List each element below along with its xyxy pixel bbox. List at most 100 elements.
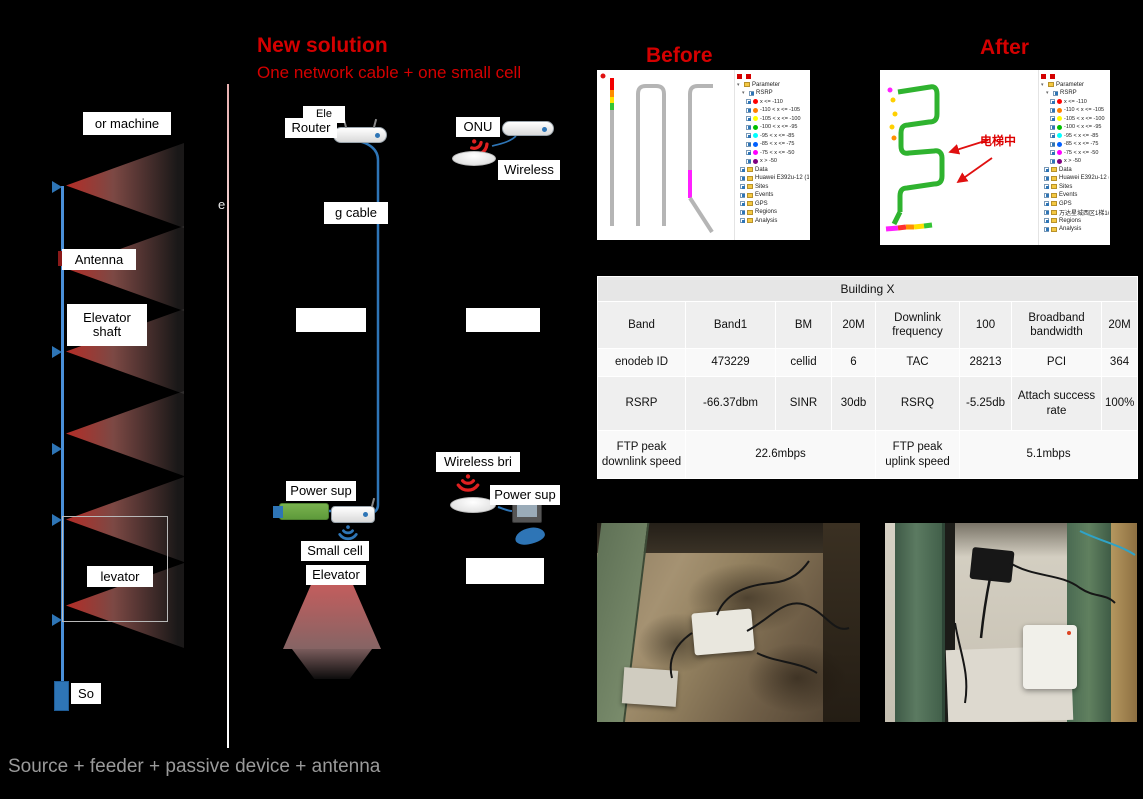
before-map-panel: ▾Parameter ▾RSRP x <= -110 -110 < x <= -… [597, 70, 810, 240]
network-cable-label: g cable [324, 202, 388, 224]
antenna-icon [58, 251, 62, 266]
router-label-text: Router [291, 120, 331, 136]
legend-toolbar-icon [737, 73, 742, 79]
router-device [333, 118, 387, 143]
tree-twisty-icon: ▾ [1041, 81, 1044, 88]
onu-label: ONU [456, 117, 500, 137]
range-label: x > -50 [760, 158, 777, 165]
checkbox-icon [746, 141, 751, 147]
power-supply-label-left: Power sup [286, 481, 356, 501]
folder-icon [1051, 192, 1057, 198]
table-row: FTP peak downlink speed 22.6mbps FTP pea… [597, 430, 1139, 479]
range-label: -75 < x <= -50 [1064, 149, 1099, 156]
legend-tree-before: Data Huawei E392u-12 (1) Sites [737, 166, 809, 226]
legend-tree-item: Data [1041, 166, 1109, 175]
after-route-plot [885, 84, 993, 232]
folder-icon [1051, 218, 1057, 224]
legend-tree-item: GPS [1041, 200, 1109, 209]
power-chip-icon [273, 506, 283, 518]
legend-range-item: -85 < x <= -75 [737, 140, 809, 149]
checkbox-icon [740, 218, 745, 224]
checkbox-icon [740, 201, 745, 207]
wireless-bridge-label: Wireless bri [436, 452, 520, 472]
wifi-signal-icon [456, 474, 480, 492]
legend-tree-item: Analysis [737, 217, 809, 226]
tree-item-label: Sites [1059, 183, 1073, 190]
legend-rsrp-row: ▾RSRP [1041, 89, 1109, 98]
legend-range-item: -110 < x <= -105 [737, 106, 809, 115]
antenna-label: Antenna [62, 249, 136, 270]
tree-item-label: 万达星城西区1梯1# [1059, 210, 1109, 217]
checkbox-icon [1050, 141, 1055, 147]
legend-range-item: -100 < x <= -95 [737, 123, 809, 132]
machine-room-label: or machine [83, 112, 171, 135]
photo-detail [747, 643, 847, 713]
range-label: -95 < x <= -85 [760, 132, 795, 139]
elevator-mid-label-text: Elevator [312, 567, 360, 583]
legend-tree-after: Data Huawei E392u-12 (1) Sites [1041, 166, 1109, 234]
checkbox-icon [746, 124, 751, 130]
checkbox-icon [1044, 184, 1049, 190]
table-title-row: Building X [596, 276, 1139, 302]
range-label: -85 < x <= -75 [1064, 141, 1099, 148]
power-adapter-device [512, 501, 542, 523]
folder-icon [1051, 167, 1057, 173]
legend-range-item: -105 < x <= -100 [737, 115, 809, 124]
legend-rsrp-row: ▾RSRP [737, 89, 809, 98]
range-color-icon [1057, 133, 1062, 139]
tree-item-label: Data [1059, 166, 1072, 173]
folder-icon [747, 184, 753, 190]
ceiling-antenna-dome [452, 151, 496, 166]
range-label: x > -50 [1064, 158, 1081, 165]
wireless-label: Wireless [498, 160, 560, 180]
range-label: -110 < x <= -105 [1064, 107, 1105, 114]
folder-icon [747, 175, 753, 181]
blank-label-box [466, 558, 544, 584]
tree-item-label: Events [755, 192, 774, 199]
legend-range-item: -75 < x <= -50 [1041, 149, 1109, 158]
coverage-cone [283, 577, 381, 649]
feeder-arrow-icon [52, 346, 62, 358]
checkbox-icon [740, 175, 745, 181]
power-adapter-screen [517, 505, 537, 517]
range-color-icon [1057, 141, 1062, 147]
power-supply-label-right: Power sup [490, 485, 560, 505]
legend-parameter-row: ▾Parameter [737, 81, 809, 90]
photo-detail [945, 523, 955, 722]
range-color-icon [1057, 158, 1062, 164]
legend-range-item: x <= -110 [737, 98, 809, 107]
checkbox-icon [740, 209, 745, 215]
antenna-label-text: Antenna [74, 251, 124, 267]
wifi-signal-icon [338, 525, 358, 541]
tree-item-label: Analysis [755, 217, 778, 224]
small-cell-led-icon [363, 512, 368, 517]
legend-range-item: -95 < x <= -85 [737, 132, 809, 141]
range-color-icon [753, 158, 758, 164]
elevator-label-text: levator [100, 568, 140, 584]
hidden-top-label-text: Ele [316, 107, 332, 120]
range-color-icon [753, 116, 758, 122]
photo2-cables [954, 530, 1136, 704]
legend-range-item: x > -50 [737, 157, 809, 166]
range-color-icon [1057, 116, 1062, 122]
range-label: -95 < x <= -85 [1064, 132, 1099, 139]
power-supply-board [273, 503, 329, 520]
legend-rsrp-label: RSRP [1060, 90, 1077, 97]
checkbox-icon [740, 167, 745, 173]
legend-toolbar-icon [746, 73, 751, 79]
legend-toolbar [737, 72, 809, 81]
photo1-cables [669, 560, 850, 679]
power-supply-right-text: Power sup [494, 487, 556, 503]
power-supply-left-text: Power sup [290, 483, 352, 499]
elevator-car-outline [62, 516, 168, 622]
tree-item-label: GPS [1059, 200, 1072, 207]
small-cell-label: Small cell [301, 541, 369, 561]
new-solution-title: New solution [257, 34, 388, 57]
folder-icon [1048, 82, 1054, 88]
feeder-arrow-icon [52, 181, 62, 193]
checkbox-icon [1044, 201, 1049, 207]
